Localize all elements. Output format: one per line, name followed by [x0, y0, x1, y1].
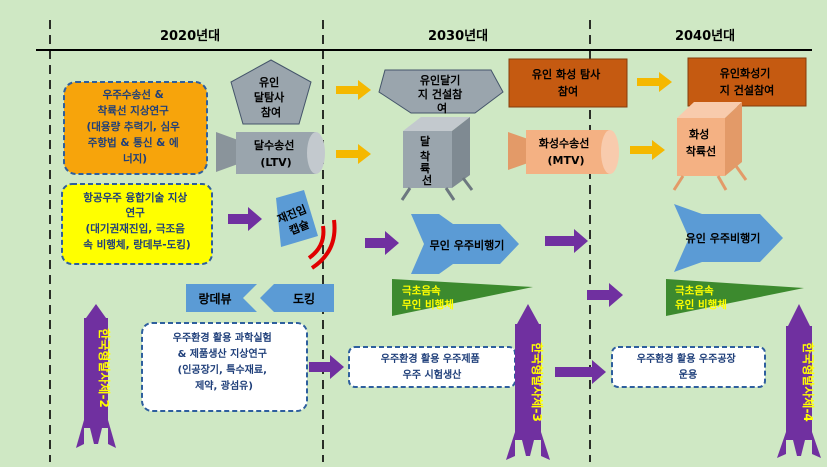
hypersonic-unmanned-text: 극초음속 무인 비행체: [402, 284, 454, 311]
arrow-mars-to-base: [637, 72, 672, 92]
unmanned-spaceplane-shape: [411, 214, 519, 274]
rocket-kslv-3: [506, 304, 550, 460]
mars-mtv-vehicle: [508, 130, 619, 174]
reentry-capsule: [276, 190, 318, 247]
rocket-kslv-3-label: 한국형발사체-3: [530, 342, 545, 422]
rocket-kslv-4-label: 한국형발사체-4: [801, 342, 816, 422]
docking-text: 도킹: [293, 291, 315, 306]
arrow-capsule-to-unmanned: [365, 231, 399, 255]
space-factory-text: 우주환경 활용 우주공장 운용: [637, 352, 739, 381]
arrow-hypersonic: [587, 283, 623, 307]
era-label-2020: 2020년대: [160, 29, 220, 44]
hypersonic-unmanned-shape: [392, 279, 533, 316]
launch-vehicle-research-box: [63, 81, 208, 175]
mars-mission-text: 유인 화성 탐사 참여: [532, 67, 604, 98]
manned-spaceplane-shape: [674, 204, 783, 272]
manned-lunar-pentagon: [230, 59, 312, 125]
hypersonic-manned-shape: [666, 279, 804, 316]
mars-base-box: [687, 57, 807, 107]
arrow-lunar-to-base: [336, 80, 371, 100]
lunar-base-text: 유인달기 지 건설참 여: [418, 73, 466, 115]
space-factory-box: [611, 346, 766, 388]
lunar-ltv-vehicle: [216, 132, 325, 174]
arrow-unmanned-to-manned: [545, 229, 588, 253]
mars-mission-box: [508, 58, 628, 108]
reentry-heat-arc-2: [310, 219, 337, 270]
rocket-kslv-2: [76, 304, 116, 448]
manned-lunar-text: 유인 달탐사 참여: [254, 75, 288, 119]
docking-shape: [260, 284, 334, 312]
lunar-ltv-text: 달수송선 (LTV): [254, 138, 298, 169]
rocket-kslv-4: [777, 304, 821, 458]
launch-vehicle-research-text: 우주수송선 & 착륙선 지상연구 (대용량 추력기, 심우 주항법 & 통신 &…: [86, 88, 183, 165]
reentry-heat-arc-1: [307, 225, 326, 260]
space-products-text: 우주환경 활용 우주제품 우주 시험생산: [381, 352, 483, 381]
arrow-env-to-products: [309, 355, 344, 379]
arrow-fusion-to-capsule: [228, 207, 262, 231]
mars-mtv-text: 화성수송선 (MTV): [539, 136, 593, 167]
rocket-kslv-2-label: 한국형발사체-2: [97, 328, 112, 408]
mars-base-text: 유인화성기 지 건설참여: [720, 66, 774, 97]
rendezvous-text: 랑데뷰: [198, 292, 231, 306]
lunar-lander-text: 달 착 륙 선: [420, 135, 434, 187]
lunar-lander-cube: [400, 117, 474, 201]
space-env-research-text: 우주환경 활용 과학실험 & 제품생산 지상연구 (인공장기, 특수재료, 제약…: [173, 331, 275, 392]
rendezvous-shape: [186, 284, 257, 312]
era-label-2030: 2030년대: [428, 29, 488, 44]
arrow-ltv-to-lander: [336, 144, 371, 164]
mars-lander-cube: [672, 102, 748, 191]
era-label-2040: 2040년대: [675, 29, 735, 44]
lunar-base-shape: [378, 69, 504, 114]
aerospace-fusion-research-box: [61, 183, 213, 265]
arrow-mtv-to-lander: [630, 140, 665, 160]
unmanned-spaceplane-text: 무인 우주비행기: [430, 238, 505, 252]
hypersonic-manned-text: 극초음속 유인 비행체: [675, 284, 727, 311]
space-products-box: [348, 346, 516, 388]
manned-spaceplane-text: 유인 우주비행기: [686, 231, 761, 245]
space-env-research-box: [141, 322, 308, 412]
mars-lander-text: 화성 착륙선: [686, 127, 716, 158]
aerospace-fusion-research-text: 항공우주 융합기술 지상 연구 (대기권재진입, 극조음 속 비행체, 랑데부-…: [83, 191, 191, 251]
arrow-products-to-factory: [555, 360, 606, 384]
